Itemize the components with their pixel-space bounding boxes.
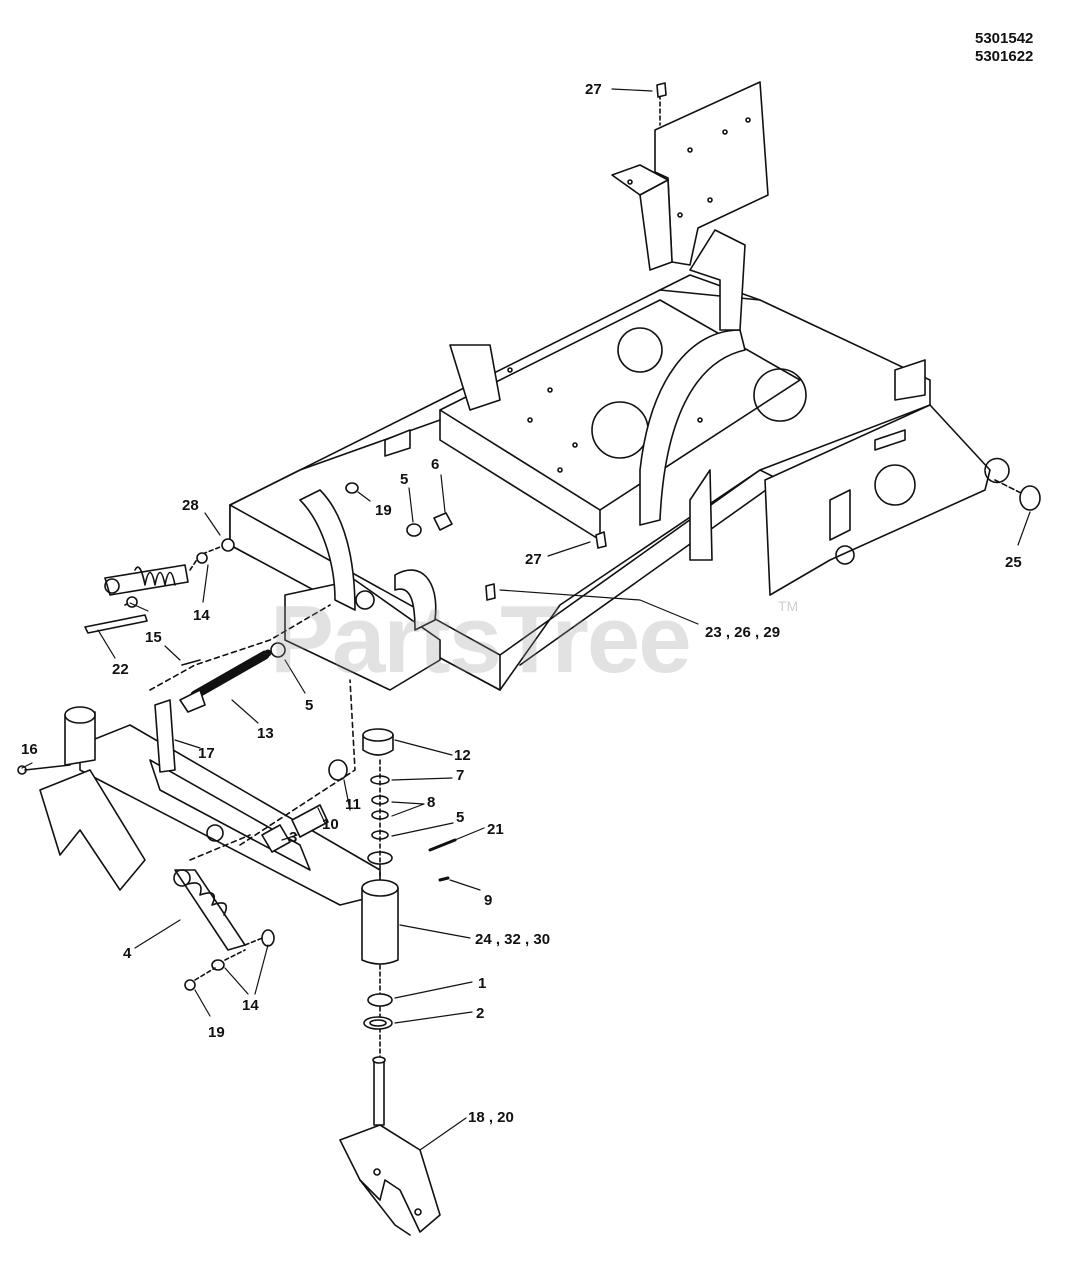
upper-shock-absorber: [84, 538, 235, 634]
callout-17: 17: [198, 745, 215, 762]
callout-22: 22: [112, 661, 129, 678]
right-side-plate: [764, 404, 1041, 596]
callout-18-20: 18 , 20: [468, 1109, 514, 1126]
callout-13: 13: [257, 725, 274, 742]
callout-5-mid: 5: [305, 697, 314, 714]
callout-27-lower: 27: [525, 551, 542, 568]
callout-1: 1: [478, 975, 487, 992]
model-number-list: 5301542 5301622: [975, 30, 1033, 66]
callout-2: 2: [476, 1005, 485, 1022]
callout-3: 3: [289, 829, 298, 846]
callout-14-lower: 14: [242, 997, 259, 1014]
callout-9: 9: [484, 892, 493, 909]
lower-shock-absorber: [173, 869, 275, 991]
callout-21: 21: [487, 821, 504, 838]
callout-25: 25: [1005, 554, 1022, 571]
callout-14: 14: [193, 607, 210, 624]
callout-15: 15: [145, 629, 162, 646]
caster-fork: [339, 1056, 441, 1236]
callout-7: 7: [456, 767, 465, 784]
callout-11: 11: [345, 796, 361, 813]
watermark-text: PartsTree: [270, 586, 692, 693]
callout-12: 12: [454, 747, 471, 764]
front-axle-beam: [17, 699, 381, 906]
model-number-1: 5301542: [975, 30, 1034, 47]
small-fasteners: [345, 82, 667, 601]
spindle-stack: [361, 728, 457, 1061]
callout-4: 4: [123, 945, 132, 962]
callout-6: 6: [431, 456, 440, 473]
callout-19-lower: 19: [208, 1024, 225, 1041]
callout-16: 16: [21, 741, 38, 758]
axle-spacers: [189, 679, 356, 861]
callout-5-lower: 5: [456, 809, 465, 826]
watermark-trademark: TM: [778, 598, 799, 614]
front-hoop-bracket: [284, 489, 441, 691]
model-number-2: 5301622: [975, 48, 1034, 65]
callout-8: 8: [427, 794, 436, 811]
pivot-bolt: [149, 604, 331, 713]
callout-23-26-29: 23 , 26 , 29: [705, 624, 781, 641]
callout-27: 27: [585, 81, 602, 98]
callout-leader-lines: [21, 88, 1031, 1151]
callout-24-32-30: 24 , 32 , 30: [475, 931, 551, 948]
cap-part-25: [1019, 485, 1041, 511]
rear-mount-plate: [611, 81, 769, 271]
callout-28: 28: [182, 497, 199, 514]
callout-10: 10: [322, 816, 339, 833]
callout-19: 19: [375, 502, 392, 519]
callout-5: 5: [400, 471, 409, 488]
center-arch-bracket: [639, 229, 746, 561]
